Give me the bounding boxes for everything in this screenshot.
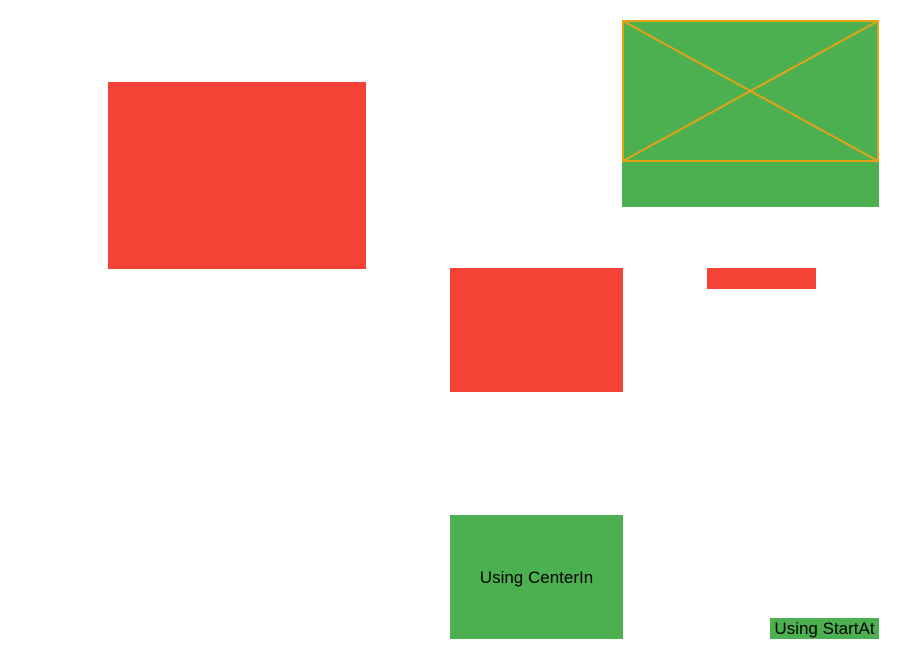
center-in-box: Using CenterIn [450,515,623,639]
green-panel-with-placeholder [622,20,879,207]
red-box-large [108,82,366,269]
start-at-box: Using StartAt [770,618,879,639]
red-box-medium [450,268,623,392]
cross-placeholder-icon [622,20,879,162]
center-in-label: Using CenterIn [479,567,594,587]
start-at-label: Using StartAt [774,619,875,638]
red-bar-small [707,268,816,289]
